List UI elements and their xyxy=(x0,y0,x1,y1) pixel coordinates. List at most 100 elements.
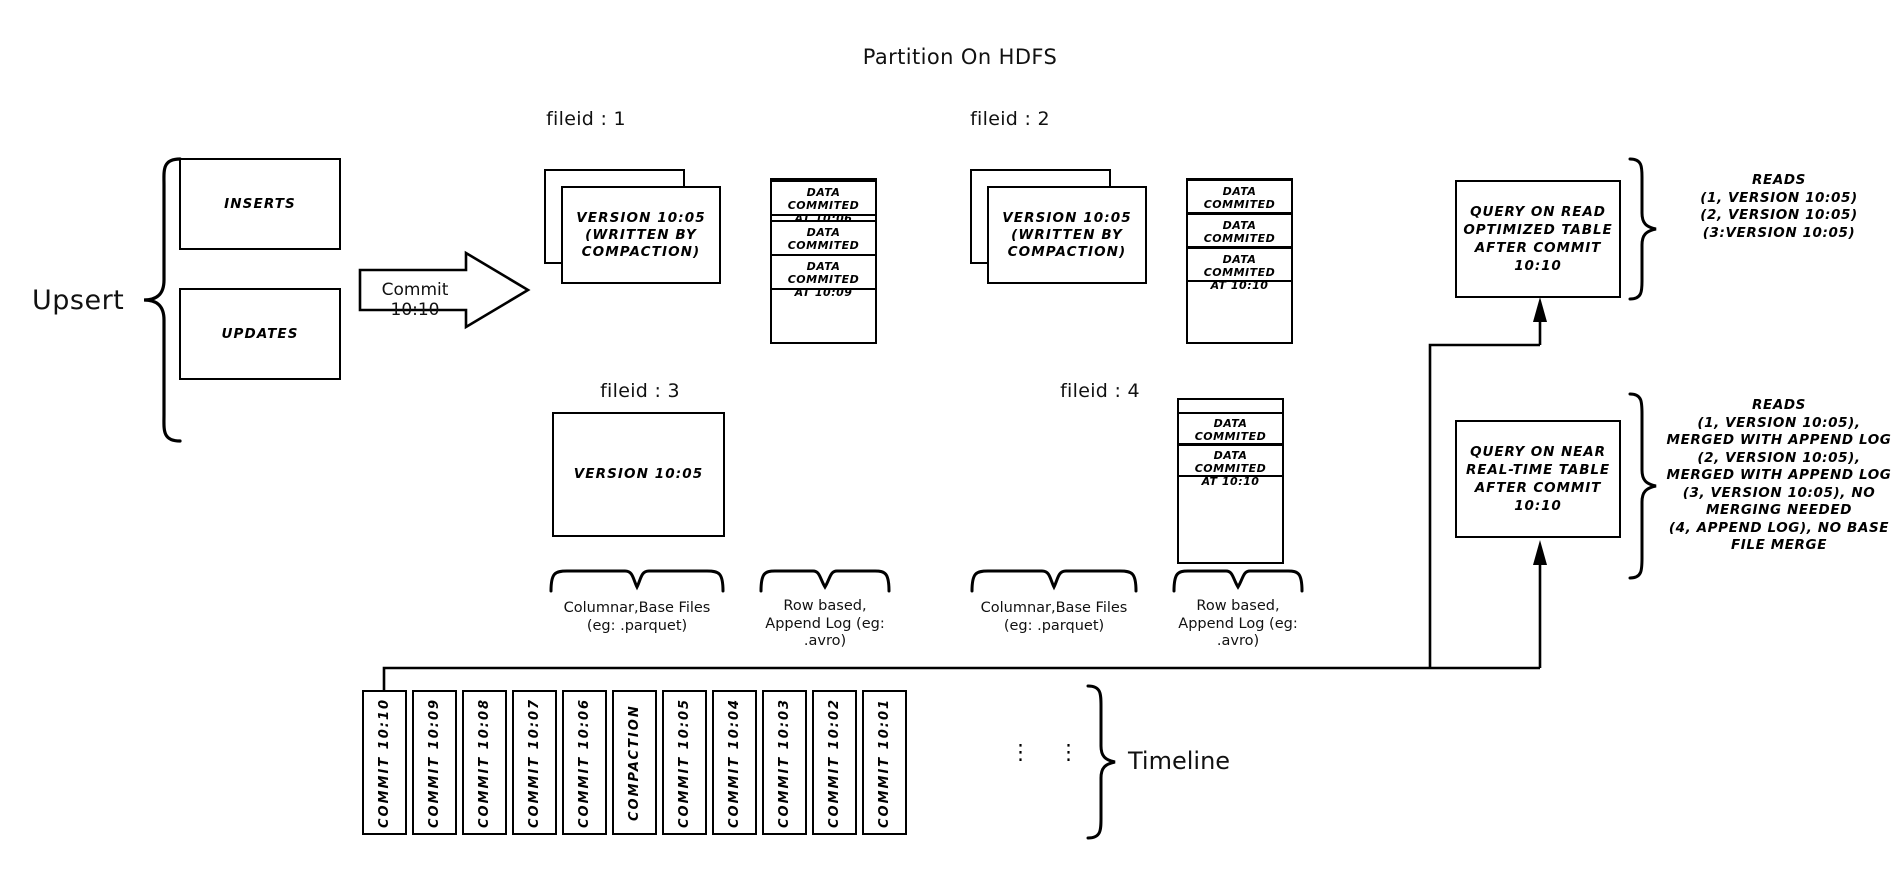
log-block-line1: DATA COMMITED xyxy=(1203,219,1276,245)
append-log-brace-left xyxy=(759,569,891,593)
fileid-1-base-line1: VERSION 10:05 xyxy=(576,209,706,226)
fileid-2-base-line1: VERSION 10:05 xyxy=(1002,209,1132,226)
log-block-line1: DATA COMMITED xyxy=(787,226,860,252)
fileid-1-base-line2: (WRITTEN BY xyxy=(585,226,697,243)
log-block-line2: AT 10:10 xyxy=(1210,279,1269,292)
timeline-item[interactable]: COMMIT 10:08 xyxy=(462,690,507,835)
reads-brace-2 xyxy=(1628,392,1657,580)
timeline-item-label: COMMIT 10:10 xyxy=(377,697,392,828)
reads-line: (2, VERSION 10:05) xyxy=(1700,207,1858,223)
fileid-1-header: fileid : 1 xyxy=(546,108,626,130)
fileid-1-base-file[interactable]: VERSION 10:05 (WRITTEN BY COMPACTION) xyxy=(561,186,721,284)
append-log-caption-right: Row based, Append Log (eg: .avro) xyxy=(1163,598,1313,651)
base-files-line2: (eg: .parquet) xyxy=(586,617,688,634)
reads-line: FILE MERGE xyxy=(1730,537,1828,553)
timeline-item-label: COMMIT 10:04 xyxy=(727,697,742,828)
inserts-box[interactable]: INSERTS xyxy=(179,158,341,250)
log-block[interactable]: DATA COMMITED AT 10:08 xyxy=(770,220,877,265)
log-block-line1: DATA COMMITED xyxy=(1194,417,1267,443)
timeline-item-label: COMMIT 10:05 xyxy=(677,697,692,828)
timeline-brace xyxy=(1086,684,1116,840)
commit-arrow[interactable] xyxy=(358,250,536,330)
timeline-item[interactable]: COMPACTION xyxy=(612,690,657,835)
reads-line: (3:VERSION 10:05) xyxy=(1702,224,1856,241)
base-files-line2: (eg: .parquet) xyxy=(1003,617,1105,634)
log-block[interactable]: DATA COMMITED AT 10:09 xyxy=(770,254,877,299)
query-ro-line1: QUERY ON READ xyxy=(1470,204,1606,220)
fileid-2-base-line3: COMPACTION) xyxy=(1007,243,1127,260)
log-block-line1: DATA COMMITED xyxy=(787,186,860,212)
base-files-line1: Columnar,Base Files xyxy=(563,600,711,616)
base-files-caption-left: Columnar,Base Files (eg: .parquet) xyxy=(527,600,747,635)
inserts-label: INSERTS xyxy=(224,195,296,212)
append-log-line3: .avro) xyxy=(1216,633,1260,649)
append-log-caption-left: Row based, Append Log (eg: .avro) xyxy=(750,598,900,651)
query-nrt-line4: 10:10 xyxy=(1514,498,1562,514)
append-log-brace-right xyxy=(1172,569,1304,593)
timeline-ellipsis-2: ⋮ xyxy=(1058,740,1079,764)
reads-line: MERGING NEEDED xyxy=(1705,502,1852,518)
timeline-item-label: COMMIT 10:09 xyxy=(427,697,442,828)
updates-box[interactable]: UPDATES xyxy=(179,288,341,380)
log-block[interactable]: DATA COMMITED AT 10:06 xyxy=(770,180,877,225)
timeline-item-label: COMMIT 10:02 xyxy=(827,697,842,828)
reads-line: (1, VERSION 10:05) xyxy=(1700,189,1858,206)
query-nrt-line2: REAL-TIME TABLE xyxy=(1465,462,1611,478)
reads-line: (2, VERSION 10:05), xyxy=(1697,449,1861,466)
query-ro-line4: 10:10 xyxy=(1514,258,1562,274)
fileid-1-base-line3: COMPACTION) xyxy=(581,243,701,260)
log-block-line1: DATA COMMITED xyxy=(787,260,860,286)
timeline-label: Timeline xyxy=(1128,747,1231,775)
timeline-item-label: COMMIT 10:06 xyxy=(577,697,592,828)
timeline-item[interactable]: COMMIT 10:09 xyxy=(412,690,457,835)
reads-line: MERGED WITH APPEND LOG xyxy=(1666,432,1892,448)
reads-line: MERGED WITH APPEND LOG xyxy=(1666,467,1892,483)
log-block[interactable]: DATA COMMITED AT 10:10 xyxy=(1177,444,1284,488)
fileid-3-base-line1: VERSION 10:05 xyxy=(573,466,704,482)
query-ro-line2: OPTIMIZED TABLE xyxy=(1463,222,1613,238)
timeline-item[interactable]: COMMIT 10:03 xyxy=(762,690,807,835)
upsert-brace xyxy=(143,157,182,443)
fileid-2-base-file[interactable]: VERSION 10:05 (WRITTEN BY COMPACTION) xyxy=(987,186,1147,284)
fileid-3-header: fileid : 3 xyxy=(600,380,680,402)
timeline-item-label: COMMIT 10:07 xyxy=(527,697,542,828)
timeline-item-label: COMMIT 10:08 xyxy=(477,697,492,828)
reads-line: (1, VERSION 10:05), xyxy=(1697,414,1861,431)
timeline-item[interactable]: COMMIT 10:05 xyxy=(662,690,707,835)
log-block-line2: AT 10:09 xyxy=(794,286,853,299)
log-block-line1: DATA COMMITED xyxy=(1203,253,1276,279)
query-ro-line3: AFTER COMMIT xyxy=(1474,240,1602,256)
reads-line: (4, APPEND LOG), NO BASE xyxy=(1668,519,1890,536)
log-block-line1: DATA COMMITED xyxy=(1203,185,1276,211)
base-files-line1: Columnar,Base Files xyxy=(980,600,1128,616)
timeline-item[interactable]: COMMIT 10:04 xyxy=(712,690,757,835)
fileid-4-header: fileid : 4 xyxy=(1060,380,1140,402)
reads-title: READS xyxy=(1752,397,1806,413)
base-files-caption-right: Columnar,Base Files (eg: .parquet) xyxy=(944,600,1164,635)
timeline-item[interactable]: COMMIT 10:07 xyxy=(512,690,557,835)
fileid-2-header: fileid : 2 xyxy=(970,108,1050,130)
updates-label: UPDATES xyxy=(221,325,299,342)
upsert-label: Upsert xyxy=(32,285,125,316)
fileid-3-base-file[interactable]: VERSION 10:05 xyxy=(552,412,725,537)
log-block-line1: DATA COMMITED xyxy=(1194,449,1267,475)
fileid-2-base-line2: (WRITTEN BY xyxy=(1011,226,1123,243)
append-log-line2: Append Log (eg: xyxy=(765,615,885,632)
append-log-line1: Row based, xyxy=(783,598,867,614)
reads-brace-1 xyxy=(1628,157,1657,301)
append-log-line2: Append Log (eg: xyxy=(1178,615,1298,632)
query-read-optimized-box[interactable]: QUERY ON READ OPTIMIZED TABLE AFTER COMM… xyxy=(1455,180,1621,298)
reads-read-optimized: READS (1, VERSION 10:05) (2, VERSION 10:… xyxy=(1664,172,1894,242)
timeline-item[interactable]: COMMIT 10:06 xyxy=(562,690,607,835)
query-near-real-time-box[interactable]: QUERY ON NEAR REAL-TIME TABLE AFTER COMM… xyxy=(1455,420,1621,538)
query-nrt-line1: QUERY ON NEAR xyxy=(1470,444,1606,460)
reads-title: READS xyxy=(1752,172,1806,188)
timeline-item-label: COMMIT 10:03 xyxy=(777,697,792,828)
log-block[interactable]: DATA COMMITED AT 10:10 xyxy=(1186,247,1293,292)
timeline-item[interactable]: COMMIT 10:01 xyxy=(862,690,907,835)
commit-arrow-label: Commit 10:10 xyxy=(381,280,449,320)
timeline-item[interactable]: COMMIT 10:02 xyxy=(812,690,857,835)
timeline-item[interactable]: COMMIT 10:10 xyxy=(362,690,407,835)
timeline-ellipsis-1: ⋮ xyxy=(1010,740,1031,764)
